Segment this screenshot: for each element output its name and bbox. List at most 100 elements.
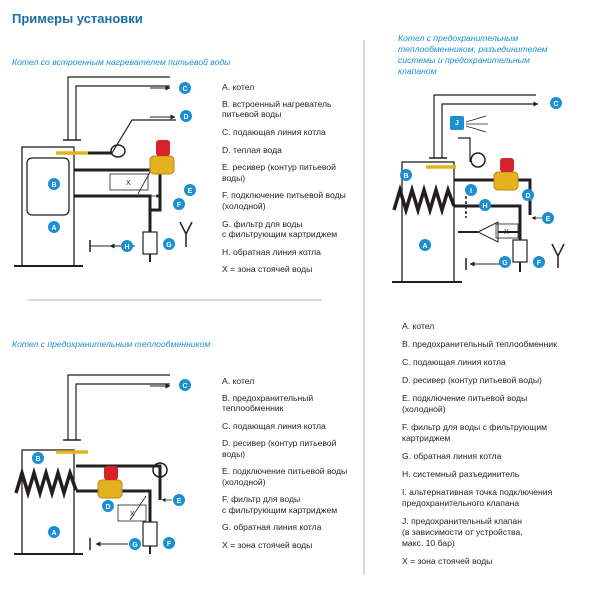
water-filter [512,239,528,263]
safety-heat-exchanger [14,466,78,500]
coil-loop [470,152,486,168]
badge-c: C [179,379,191,391]
badge-b: B [400,169,412,181]
legend-item: B. встроенный нагреватель [222,99,332,109]
badge-e: E [542,212,554,224]
water-filter [142,231,158,255]
badge-b: B [48,178,60,190]
legend-item: F. фильтр для воды [222,494,301,504]
svg-text:A: A [51,530,56,537]
valve-body [149,155,175,175]
pipe-network [454,178,532,240]
legend-item: X = зона стоячей воды [222,264,313,274]
badge-f: F [533,256,545,268]
drain-symbol [551,243,565,268]
legend-item: (в зависимости от устройства, [402,527,523,537]
legend-item: теплообменник [222,403,284,413]
legend-item: B. предохранительный теплообменник [402,339,557,349]
svg-text:B: B [403,173,408,180]
flue-pipe [67,374,170,440]
legend-item: (холодной) [222,201,266,211]
water-filter [142,521,158,547]
svg-text:D: D [105,504,110,511]
valve-body [97,479,123,499]
badge-a: A [419,239,431,251]
badge-h: H [121,240,133,252]
svg-text:F: F [177,202,182,209]
legend-item: F. фильтр для воды с фильтрующим [402,422,548,432]
panel3-diagram: X A B C D E F G H I J [392,94,565,283]
panel2-diagram: X A B C D E F G [14,374,191,555]
built-in-heater [26,157,70,216]
badge-f: F [173,198,185,210]
panel3-title-line: теплообменником, разъединителем [398,44,548,54]
badge-f: F [163,537,175,549]
legend-item: C. подающая линия котла [222,421,326,431]
legend-item: F. подключение питьевой воды [222,190,346,200]
panel3-title-line: Котел с предохранительным [398,33,519,43]
panel3-title-line: системы и предохранительным [398,55,530,65]
legend-item: (холодной) [222,477,266,487]
legend-item: D. ресивер (контур питьевой [222,438,337,448]
svg-text:G: G [502,260,508,267]
svg-text:E: E [177,498,182,505]
page-title: Примеры установки [12,11,143,26]
legend-item: E. подключение питьевой воды [402,393,528,403]
system-disconnector [476,221,499,243]
legend-item: G. обратная линия котла [222,522,322,532]
badge-c: C [179,82,191,94]
legend-item: C. подающая линия котла [222,127,326,137]
stagnant-zone [117,504,147,522]
panel3-title: Котел с предохранительным теплообменнико… [398,33,548,77]
legend-item: D. теплая вода [222,145,282,155]
legend-item: E. подключение питьевой воды [222,466,348,476]
valve-cap [500,158,514,172]
badge-b: B [32,452,44,464]
legend-item: макс. 10 бар) [402,538,455,548]
badge-j: J [451,116,463,128]
svg-text:A: A [51,225,56,232]
coil-loop [152,462,168,478]
legend-item: A. котел [402,321,435,331]
legend-item: (холодной) [402,404,446,414]
legend-item: D. ресивер (контур питьевой воды) [402,375,542,385]
badge-c: C [550,97,562,109]
badge-h: H [479,199,491,211]
panel1-title: Котел со встроенным нагревателем питьево… [12,57,231,67]
legend-item: I. альтернативная точка подключения [402,487,553,497]
svg-text:C: C [182,86,187,93]
legend-item: G. фильтр для воды [222,219,303,229]
svg-text:B: B [35,456,40,463]
stagnant-zone [109,173,149,191]
legend-item: картриджем [402,433,451,443]
legend-item: H. системный разъединитель [402,469,520,479]
svg-text:E: E [188,188,193,195]
badge-e: E [184,184,196,196]
panel1-diagram: X A B C D E F G H [14,76,196,267]
x-label: X [504,229,509,236]
safety-heat-exchanger [392,183,456,217]
x-label: X [130,511,135,518]
legend-item: X = зона стоячей воды [222,540,313,550]
legend-item: C. подающая линия котла [402,357,506,367]
badge-g: G [163,238,175,250]
badge-d: D [102,500,114,512]
svg-text:G: G [166,242,172,249]
badge-i: I [465,184,477,196]
coil-loop [110,144,126,158]
valve-body [493,171,519,191]
svg-text:H: H [482,203,487,210]
badge-a: A [48,221,60,233]
badge-g: G [129,538,141,550]
pipe-network [74,151,162,232]
svg-text:F: F [537,260,542,267]
legend-item: питьевой воды [222,109,282,119]
legend-item: E. ресивер (контур питьевой [222,162,336,172]
svg-text:J: J [455,120,459,127]
boiler-body [21,449,75,555]
badge-e: E [173,494,185,506]
badge-d: D [522,189,534,201]
legend-item: A. котел [222,82,255,92]
svg-text:A: A [422,243,427,250]
svg-text:E: E [546,216,551,223]
